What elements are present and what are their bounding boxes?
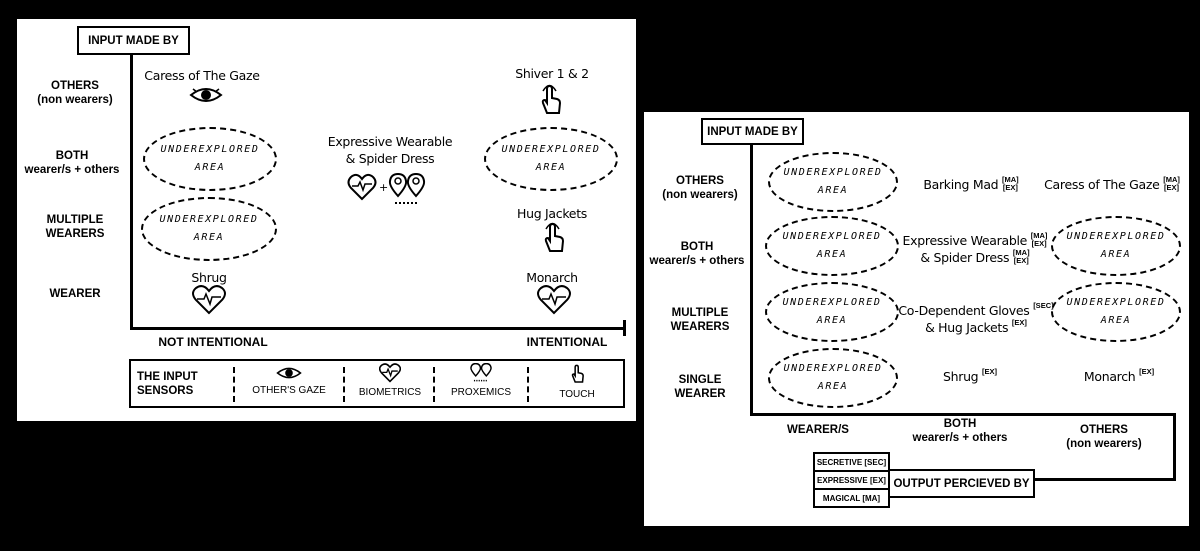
touch-icon <box>540 221 566 260</box>
heart-pulse-icon <box>353 363 427 383</box>
left-item-shiver: Shiver 1 & 2 <box>515 66 589 81</box>
left-row-label-wearer: WEARER <box>49 288 101 300</box>
eye-icon <box>189 85 223 110</box>
right-col-label-others: OTHERS(non wearers) <box>1066 424 1142 450</box>
left-x-axis <box>130 327 625 330</box>
right-output-connector <box>1034 478 1176 481</box>
left-item-hug: Hug Jackets <box>516 206 588 221</box>
right-x-axis <box>750 413 1176 416</box>
left-x-axis-end-tick <box>623 320 626 336</box>
left-row-label-others: OTHERS(non wearers) <box>37 80 113 106</box>
right-item-caress: Caress of The Gaze [MA][EX] <box>1044 175 1180 193</box>
sensor-touch: TOUCH <box>535 363 619 400</box>
right-x-axis-connector <box>1173 413 1176 481</box>
left-x-label-not-intentional: NOT INTENTIONAL <box>158 335 268 349</box>
legend-secretive: SECRETIVE [SEC] <box>813 452 890 472</box>
biometrics-plus-proxemics-icon: + <box>347 171 427 212</box>
legend-expressive: EXPRESSIVE [EX] <box>813 470 890 490</box>
sensor-divider <box>343 367 345 402</box>
heart-pulse-icon <box>537 285 571 320</box>
touch-icon <box>535 363 619 385</box>
right-item-codependent: Co-Dependent Gloves [SEC] & Hug Jackets … <box>898 301 1054 336</box>
right-input-made-by-header: INPUT MADE BY <box>701 118 804 145</box>
right-item-expressive: Expressive Wearable [MA][EX] & Spider Dr… <box>902 231 1048 266</box>
touch-icon <box>537 83 563 122</box>
svg-text:+: + <box>379 181 388 194</box>
legend-magical: MAGICAL [MA] <box>813 488 890 508</box>
eye-icon <box>245 365 333 381</box>
sensor-others-gaze: OTHER'S GAZE <box>245 365 333 396</box>
left-input-made-by-header: INPUT MADE BY <box>77 26 190 55</box>
left-item-shrug: Shrug <box>191 270 227 285</box>
sensor-divider <box>433 367 435 402</box>
left-item-monarch: Monarch <box>526 270 578 285</box>
location-pins-icon <box>441 363 521 383</box>
left-header-text: INPUT MADE BY <box>88 34 179 47</box>
sensor-biometrics: BIOMETRICS <box>353 363 427 398</box>
right-row-label-others: OTHERS(non wearers) <box>662 175 738 201</box>
left-item-expressive: Expressive Wearable & Spider Dress <box>327 134 453 166</box>
heart-pulse-icon <box>192 285 226 320</box>
left-y-axis <box>130 55 133 329</box>
right-col-label-wearers: WEARER/S <box>787 424 849 436</box>
right-header-text: INPUT MADE BY <box>707 125 798 138</box>
output-percieved-by-box: OUTPUT PERCIEVED BY <box>888 469 1035 498</box>
right-item-shrug: Shrug [EX] <box>942 367 998 385</box>
sensor-divider <box>527 367 529 402</box>
left-x-label-intentional: INTENTIONAL <box>526 335 608 349</box>
right-item-barking-mad: Barking Mad [MA][EX] <box>923 175 1019 193</box>
right-item-monarch: Monarch [EX] <box>1083 367 1155 385</box>
sensor-proxemics: PROXEMICS <box>441 363 521 398</box>
sensor-divider <box>233 367 235 402</box>
left-item-caress: Caress of The Gaze <box>144 68 260 83</box>
right-y-axis <box>750 145 753 415</box>
